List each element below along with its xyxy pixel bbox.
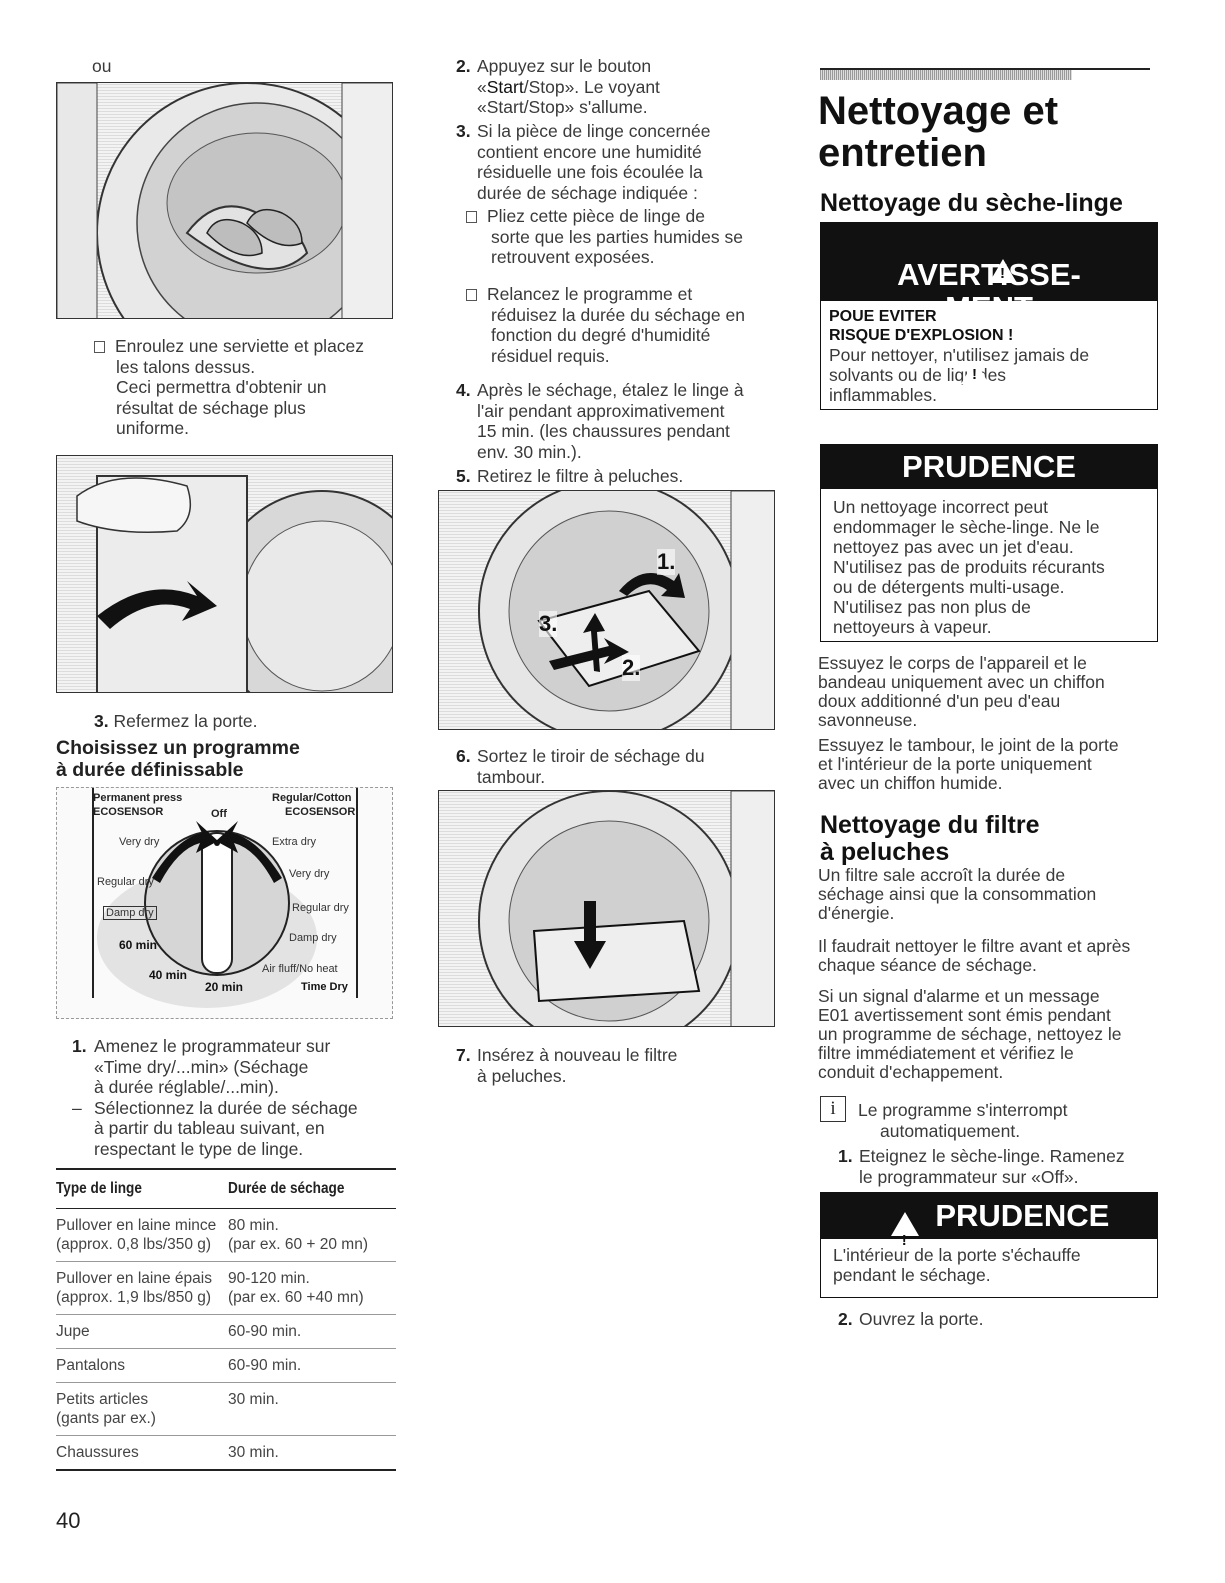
title-divider <box>820 68 1150 70</box>
dial-label-time-dry: Time Dry <box>301 981 348 993</box>
dial-label-permanent-press: Permanent press <box>93 792 183 804</box>
step5-remove-filter: 5.Retirez le filtre à peluches. <box>456 466 684 486</box>
checkbox-bullet-icon <box>466 211 477 223</box>
table-cell-type: Jupe <box>56 1314 228 1349</box>
table-cell-type: Petits articles(gants par ex.) <box>56 1382 228 1436</box>
drum-shoes-drawing <box>57 83 392 318</box>
drawer-removal-drawing <box>478 791 774 1026</box>
warning-header: AVERTISSE- MENT <box>821 223 1157 384</box>
table-row: Pullover en laine mince(approx. 0,8 lbs/… <box>56 1208 396 1262</box>
step4-air-dry: 4.Après le séchage, étalez le linge à l'… <box>456 380 744 462</box>
table-cell-type: Chaussures <box>56 1435 228 1471</box>
filter-removal-drawing <box>478 491 774 729</box>
dial-label-60min: 60 min <box>119 938 158 952</box>
prudence-header-with-icon: PRUDENCE <box>821 1193 1157 1264</box>
fig-label-2: 2. <box>622 655 641 681</box>
dial-label-air-fluff: Air fluff/No heat <box>262 963 338 975</box>
para-clean-before-after: Il faudrait nettoyer le filtre avant et … <box>818 936 1131 975</box>
section-cleaning-filter: Nettoyage du filtre à peluches <box>820 811 1040 866</box>
bullet-roll-towel: Enroulez une serviette et placez les tal… <box>94 336 394 439</box>
step3-residual-humidity: 3.Si la pièce de linge concernée contien… <box>456 121 711 203</box>
table-row: Pullover en laine épais(approx. 1,9 lbs/… <box>56 1261 396 1315</box>
drum-shoes-illustration <box>56 82 393 319</box>
table-cell-type: Pantalons <box>56 1348 228 1383</box>
dial-label-ecosensor-right: ECOSENSOR <box>285 806 356 818</box>
table-header-row: Type de linge Durée de séchage <box>56 1168 396 1209</box>
table-cell-type: Pullover en laine épais(approx. 1,9 lbs/… <box>56 1261 228 1315</box>
warning-triangle-icon-right <box>961 360 989 384</box>
info-note: Le programme s'interrompt automatiquemen… <box>858 1100 1068 1141</box>
dial-label-very-dry-left: Very dry <box>119 836 160 848</box>
table-header-duration: Durée de séchage <box>228 1168 371 1209</box>
table-cell-duration: 60-90 min. <box>228 1314 396 1349</box>
table-cell-duration: 60-90 min. <box>228 1348 396 1383</box>
info-icon: i <box>820 1096 846 1122</box>
heading-timed-program: Choisissez un programme à durée définiss… <box>56 737 300 781</box>
drying-time-table: Type de linge Durée de séchage Pullover … <box>56 1168 396 1471</box>
table-cell-type: Pullover en laine mince(approx. 0,8 lbs/… <box>56 1208 228 1262</box>
dial-label-extra-dry: Extra dry <box>272 836 317 848</box>
step3-close-door: 3. Refermez la porte. <box>94 711 258 731</box>
checkbox-bullet-icon <box>466 289 477 301</box>
step7-insert-filter: 7.Insérez à nouveau le filtre à peluches… <box>456 1045 678 1086</box>
section-cleaning-dryer: Nettoyage du sèche-linge <box>820 189 1123 217</box>
fig-label-3: 3. <box>539 611 558 637</box>
warning-triangle-icon <box>890 1212 919 1264</box>
para-wipe-drum: Essuyez le tambour, le joint de la porte… <box>818 735 1119 793</box>
close-door-drawing <box>76 475 392 692</box>
drawer-removal-illustration <box>438 790 775 1027</box>
checkbox-bullet-icon <box>94 341 105 353</box>
dial-label-40min: 40 min <box>149 968 188 982</box>
para-alarm-e01: Si un signal d'alarme et un message E01 … <box>818 986 1122 1082</box>
dial-label-regular-cotton: Regular/Cotton <box>272 792 352 804</box>
step1-turn-off: 1.Eteignez le sèche-linge. Ramenez le pr… <box>838 1146 1125 1187</box>
page-title: Nettoyage et entretien <box>818 89 1059 175</box>
para-wipe-body: Essuyez le corps de l'appareil et le ban… <box>818 653 1105 730</box>
dial-label-very-dry-right: Very dry <box>289 868 330 880</box>
ou-label: ou <box>92 56 112 76</box>
prudence-box-door-hot: PRUDENCE L'intérieur de la porte s'échau… <box>820 1192 1158 1298</box>
table-header-type: Type de linge <box>56 1168 203 1209</box>
title-accent-bar <box>820 70 1072 80</box>
dial-label-regular-dry-left: Regular dry <box>97 876 154 888</box>
prudence-box-cleaning: PRUDENCE Un nettoyage incorrect peut end… <box>820 444 1158 642</box>
table-cell-duration: 80 min.(par ex. 60 + 20 mn) <box>228 1208 396 1262</box>
table-cell-duration: 30 min. <box>228 1435 396 1471</box>
dial-label-ecosensor-left: ECOSENSOR <box>93 806 164 818</box>
sub-bullet-restart: Relancez le programme et réduisez la dur… <box>466 284 786 366</box>
page-number: 40 <box>56 1508 81 1533</box>
step2-open-door: 2.Ouvrez la porte. <box>838 1309 984 1329</box>
close-door-illustration <box>56 455 393 693</box>
dial-label-20min: 20 min <box>205 980 244 994</box>
table-cell-duration: 30 min. <box>228 1382 396 1436</box>
dial-label-off: Off <box>211 808 227 820</box>
fig-label-1: 1. <box>657 549 676 575</box>
step6-remove-drawer: 6.Sortez le tiroir de séchage du tambour… <box>456 746 705 787</box>
program-dial-illustration: Permanent press ECOSENSOR Off Regular/Co… <box>56 787 393 1019</box>
sub-bullet-fold: Pliez cette pièce de linge de sorte que … <box>466 206 786 268</box>
filter-removal-illustration: 1. 2. 3. <box>438 490 775 730</box>
para-dirty-filter: Un filtre sale accroît la durée de sécha… <box>818 865 1097 923</box>
step2-start-stop: 2.Appuyez sur le bouton «Start/Stop». Le… <box>456 56 660 117</box>
dial-label-damp-dry-right: Damp dry <box>289 932 337 944</box>
warning-box: AVERTISSE- MENT POUE EVITER RISQUE D'EXP… <box>820 222 1158 410</box>
step1-set-program: 1.Amenez le programmateur sur «Time dry/… <box>72 1036 358 1159</box>
prudence-header: PRUDENCE <box>821 445 1157 489</box>
warning-triangle-icon-left <box>989 259 1017 283</box>
table-row: Petits articles(gants par ex.)30 min. <box>56 1382 396 1436</box>
table-cell-duration: 90-120 min.(par ex. 60 +40 mn) <box>228 1261 396 1315</box>
dial-label-regular-dry-right: Regular dry <box>292 902 349 914</box>
dial-label-damp-dry-left: Damp dry <box>103 906 157 920</box>
program-dial-drawing <box>92 788 358 1008</box>
